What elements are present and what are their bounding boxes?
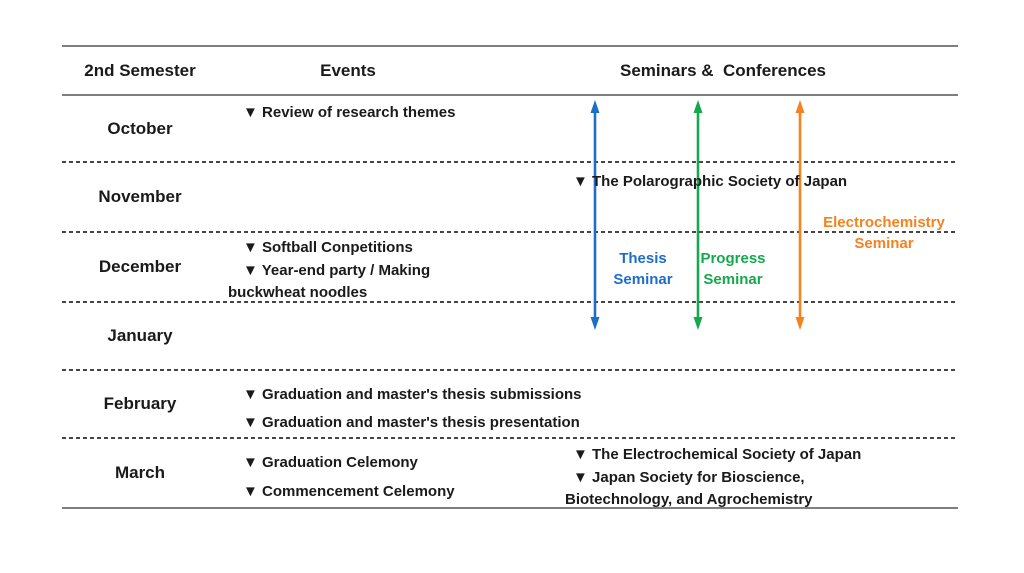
thesis-seminar-arrow (590, 100, 600, 330)
column-header-events: Events (320, 61, 376, 80)
column-header-semester: 2nd Semester (84, 61, 196, 80)
month-label-december: December (98, 257, 182, 276)
progress-seminar-label: Progress Seminar (700, 250, 766, 288)
month-label-january: January (107, 326, 173, 345)
conference-item: ▼ The Electrochemical Society of Japan (573, 446, 862, 463)
row-divider-feb-mar (62, 437, 958, 439)
electrochemistry-seminar-label: Electrochemistry Seminar (823, 214, 945, 252)
table-bottom-border (62, 507, 958, 509)
header-bottom-border (62, 94, 958, 96)
electrochemistry-seminar-arrow (795, 100, 805, 330)
month-label-november: November (98, 187, 182, 206)
event-item: ▼ Graduation and master's thesis submiss… (243, 386, 582, 403)
conference-item: ▼ Japan Society for Bioscience, Biotechn… (565, 469, 813, 508)
progress-seminar-arrow (693, 100, 703, 330)
row-divider-dec-jan (62, 301, 958, 303)
thesis-seminar-label: Thesis Seminar (613, 250, 673, 288)
month-label-october: October (107, 119, 173, 138)
row-divider-nov-dec (62, 231, 958, 233)
month-label-march: March (114, 463, 166, 482)
row-divider-jan-feb (62, 369, 958, 371)
event-item: ▼ Graduation and master's thesis present… (243, 414, 580, 431)
event-item: ▼ Review of research themes (243, 104, 456, 121)
month-label-february: February (103, 394, 177, 413)
event-item: ▼ Softball Conpetitions (243, 239, 413, 256)
table-top-border (62, 45, 958, 47)
event-item: ▼ Year-end party / Making buckwheat nood… (228, 262, 431, 301)
event-item: ▼ Commencement Celemony (243, 483, 455, 500)
column-header-seminars: Seminars & Conferences (620, 61, 826, 80)
row-divider-oct-nov (62, 161, 958, 163)
conference-item: ▼ The Polarographic Society of Japan (573, 173, 848, 190)
event-item: ▼ Graduation Celemony (243, 454, 418, 471)
